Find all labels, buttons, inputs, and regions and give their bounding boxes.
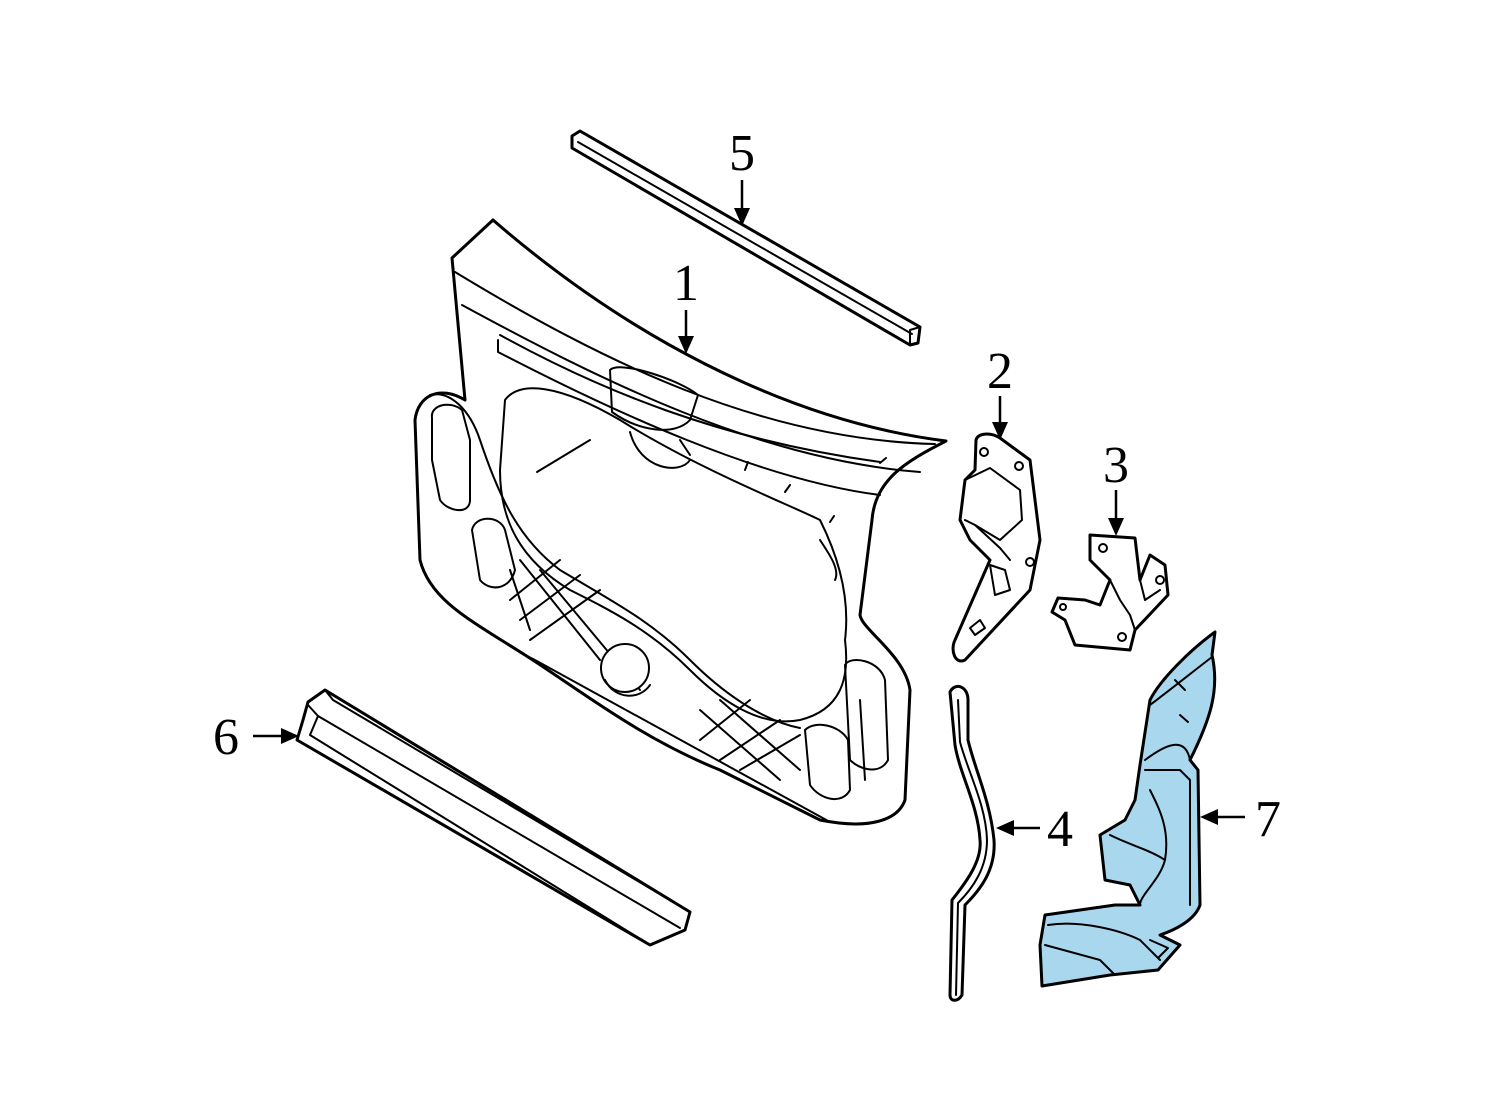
callout-label-7: 7 xyxy=(1255,791,1281,848)
arrow-3 xyxy=(1108,490,1124,536)
callout-labels: 1 2 3 4 5 6 7 xyxy=(213,125,1281,858)
arrow-6 xyxy=(253,728,299,744)
part-5-upper-seal xyxy=(570,129,922,347)
part-2-bracket xyxy=(951,432,1042,663)
callout-label-2: 2 xyxy=(987,343,1013,400)
part-1-front-panel xyxy=(413,218,948,826)
callout-label-1: 1 xyxy=(673,255,699,312)
callout-label-5: 5 xyxy=(729,125,755,182)
arrow-4 xyxy=(996,820,1040,836)
callout-label-3: 3 xyxy=(1103,437,1129,494)
part-3-bracket xyxy=(1050,533,1170,652)
part-4-side-seal xyxy=(948,684,996,1002)
arrow-2 xyxy=(992,396,1008,440)
part-7-shield-highlighted xyxy=(1038,630,1217,988)
arrow-5 xyxy=(734,180,750,226)
arrow-7 xyxy=(1200,809,1245,825)
callout-label-6: 6 xyxy=(213,709,239,766)
callout-label-4: 4 xyxy=(1047,801,1073,858)
arrow-1 xyxy=(678,310,694,354)
callout-arrows xyxy=(253,180,1245,836)
part-6-lower-seal xyxy=(295,688,692,947)
